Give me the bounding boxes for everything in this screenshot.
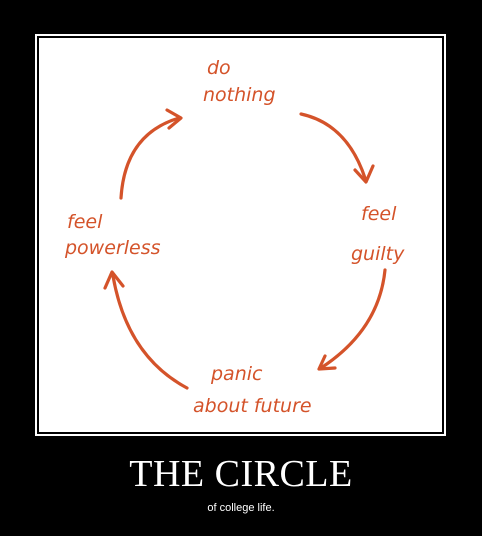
node-feel-guilty-line1: feel (361, 203, 397, 225)
node-feel-guilty: feel guilty (351, 203, 405, 265)
arrow-panic-to-feel-powerless (103, 270, 189, 390)
node-panic-about-future: panic about future (193, 363, 312, 417)
node-feel-powerless: feel powerless (64, 211, 161, 259)
arrow-feel-guilty-to-panic (317, 268, 387, 371)
node-do-nothing-line2: nothing (203, 84, 276, 106)
node-feel-powerless-line1: feel (67, 211, 103, 233)
node-panic-line2: about future (193, 395, 312, 417)
cycle-drawing: do nothing feel guilty panic about futur… (39, 38, 442, 432)
node-do-nothing: do nothing (203, 57, 276, 106)
node-feel-powerless-line2: powerless (64, 237, 161, 259)
arrow-do-nothing-to-feel-guilty (299, 112, 375, 184)
node-panic-line1: panic (210, 363, 263, 385)
node-do-nothing-line1: do (207, 57, 231, 79)
arrow-feel-powerless-to-do-nothing (119, 108, 183, 200)
poster-title: THE CIRCLE (129, 453, 353, 495)
node-feel-guilty-line2: guilty (351, 243, 405, 265)
poster-subtitle: of college life. (207, 502, 275, 514)
cycle-diagram: do nothing feel guilty panic about futur… (64, 57, 405, 417)
